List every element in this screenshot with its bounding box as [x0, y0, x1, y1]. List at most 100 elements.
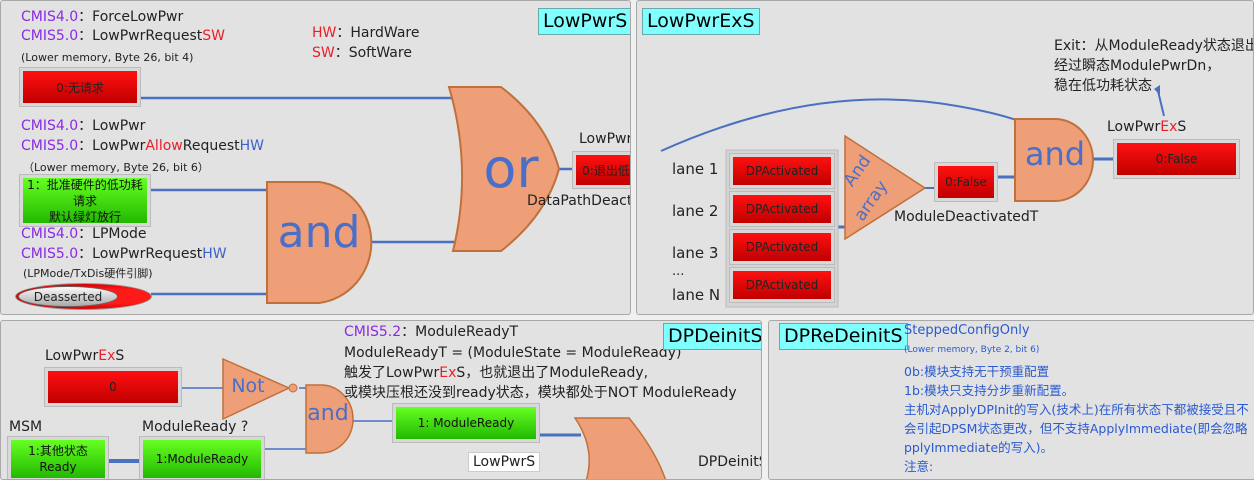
label-part: S: [115, 348, 125, 364]
lane-1-indicator[interactable]: DPActivated: [730, 154, 834, 188]
version: CMIS5.0: [21, 28, 79, 44]
lane-3-indicator[interactable]: DPActivated: [730, 230, 834, 264]
exit-note-line: Exit：从ModuleReady状态退出: [1054, 38, 1254, 54]
and-gate-label: and: [307, 401, 349, 426]
lane-label: lane 3: [672, 244, 719, 262]
value-line: 1:其他状态: [28, 444, 88, 458]
label-part: Ex: [1160, 119, 1178, 135]
and-gate: [305, 384, 354, 454]
lowpwrs-label: LowPwrS: [468, 452, 541, 472]
note-part: S，也就退出了ModuleReady,: [456, 365, 649, 381]
config-note-line: 1b:模块只支持分步重新配置。: [904, 383, 1075, 398]
label-part: LowPwr: [45, 348, 99, 364]
version: CMIS4.0: [21, 226, 79, 242]
config-note-line: 注意:: [904, 459, 934, 474]
lane-n-indicator[interactable]: DPActivated: [730, 268, 834, 302]
state-tag-lowpwrs: LowPwrS: [538, 8, 630, 35]
note-line: CMIS5.2：ModuleReadyT: [344, 323, 518, 341]
exit-note-line: 稳在低功耗状态: [1054, 78, 1152, 94]
field-name: ：LowPwrRequest: [78, 28, 203, 44]
module-ready-indicator[interactable]: 1:ModuleReady: [140, 437, 264, 479]
not-gate-label: Not: [231, 375, 265, 397]
allow-request-indicator[interactable]: 1：批准硬件的低功耗请求默认绿灯放行: [20, 175, 150, 226]
dpdeinits-label: DPDeinitS: [698, 454, 762, 470]
field-suffix: HW: [239, 138, 264, 154]
and-gate-label: and: [1024, 135, 1086, 173]
toggle-knob: Deasserted: [18, 286, 118, 307]
lane-2-indicator[interactable]: DPActivated: [730, 192, 834, 226]
memory-note: (LPMode/TxDis硬件引脚): [23, 267, 153, 280]
config-note-line: SteppedConfigOnly: [904, 323, 1030, 338]
lpmode-v5: CMIS5.0：LowPwrRequestHW: [21, 245, 227, 263]
or-gate: [447, 86, 561, 252]
lane-label: lane 2: [672, 202, 719, 220]
value-line: 1：批准硬件的低功耗请求: [27, 177, 143, 208]
msm-indicator[interactable]: 1:其他状态 Ready: [8, 437, 108, 479]
note-part: 触发了LowPwr: [344, 365, 440, 381]
allow-v4: CMIS4.0：LowPwr: [21, 117, 145, 135]
state-tag-lowpwrexs: LowPwrExS: [642, 8, 760, 35]
version: CMIS4.0: [21, 118, 79, 134]
lane-label: lane N: [672, 286, 721, 304]
dpdeinits-panel: LowPwrExS 0 Not and CMIS5.2：ModuleReadyT…: [0, 320, 762, 480]
lpmode-v4: CMIS4.0：LPMode: [21, 225, 147, 243]
lowpwrexs-input-indicator[interactable]: 0: [45, 368, 181, 406]
memory-note: （Lower memory, Byte 26, bit 6）: [23, 161, 209, 174]
field-name: ：LPMode: [78, 226, 147, 242]
force-lowpwr-indicator[interactable]: 0:无请求: [20, 68, 140, 106]
state-tag-dpredeinits: DPReDeinitS: [779, 323, 908, 350]
lowpwrs-output-indicator[interactable]: 0:退出低功耗: [573, 152, 630, 188]
legend-hw: HW：HardWare: [312, 24, 419, 42]
lowpwrexs-output-indicator[interactable]: 0:False: [1114, 140, 1239, 178]
or-gate-label: or: [483, 137, 539, 200]
module-ready-label: ModuleReady ?: [142, 419, 249, 435]
label-part: S: [1177, 119, 1187, 135]
module-ready-output-indicator[interactable]: 1: ModuleReady: [393, 404, 539, 442]
and-gate-label: and: [277, 207, 361, 258]
and-array-gate: [844, 134, 927, 241]
module-deactivated-indicator[interactable]: 0:False: [935, 163, 997, 201]
note-line: 触发了LowPwrExS，也就退出了ModuleReady,: [344, 364, 648, 382]
config-note-line: (Lower memory, Byte 2, bit 6): [904, 345, 1040, 355]
field-name: ：LowPwr: [78, 138, 146, 154]
memory-note: (Lower memory, Byte 26, bit 4): [21, 51, 194, 64]
output-caption: DataPathDeactivated: [527, 193, 630, 209]
and-gate: [1014, 118, 1094, 202]
allow-v5: CMIS5.0：LowPwrAllowRequestHW: [21, 137, 264, 155]
config-note-line: 会引起DPSM状态更改，但不支持ApplyImmediate(即会忽略: [904, 421, 1248, 436]
exit-note-line: 经过瞬态ModulePwrDn，: [1054, 58, 1221, 74]
state-tag-dpdeinits: DPDeinitS: [663, 323, 761, 350]
dpdeinits-wires: [107, 357, 667, 479]
version: CMIS4.0: [21, 9, 79, 25]
field-part: Allow: [145, 138, 183, 154]
note-line: ModuleReadyT = (ModuleState = ModuleRead…: [344, 345, 682, 361]
value-line: 默认绿灯放行: [48, 209, 121, 224]
toggle-label: Deasserted: [33, 290, 103, 304]
field-name: ：ForceLowPwr: [78, 9, 184, 25]
note-line: 或模块压根还没到ready状态，模块都处于NOT ModuleReady: [344, 385, 737, 401]
and-gate: [266, 181, 373, 304]
module-deactivated-label: ModuleDeactivatedT: [894, 209, 1039, 225]
legend-key: SW: [312, 45, 335, 61]
field-suffix: SW: [202, 28, 225, 44]
field-suffix: HW: [202, 246, 227, 262]
label-part: LowPwr: [1107, 119, 1161, 135]
field-name: ：LowPwr: [78, 118, 146, 134]
config-note-line: 主机对ApplyDPInit的写入(技术上)在所有状态下都被接受且不: [904, 402, 1249, 417]
field-name: ：ModuleReadyT: [401, 324, 519, 340]
version: CMIS5.0: [21, 246, 79, 262]
lowpwrs-wires: [141, 86, 575, 304]
deasserted-toggle[interactable]: Deasserted: [15, 283, 152, 310]
output-label: LowPwrS: [579, 131, 630, 147]
lowpwrexs-output-label: LowPwrExS: [1107, 118, 1186, 136]
force-v5: CMIS5.0：LowPwrRequestSW: [21, 27, 225, 45]
version: CMIS5.2: [344, 324, 402, 340]
lowpwrexs-panel: LowPwrExS Exit：从ModuleReady状态退出 经过瞬态Modu…: [636, 0, 1254, 315]
lowpwrs-panel: CMIS4.0：ForceLowPwr CMIS5.0：LowPwrReques…: [0, 0, 631, 315]
legend-text: ：SoftWare: [334, 45, 412, 61]
value-line: Ready: [39, 460, 77, 474]
lowpwrexs-input-label: LowPwrExS: [45, 347, 124, 365]
config-note-line: pplyImmediate的写入)。: [904, 440, 1054, 455]
note-part: Ex: [439, 365, 457, 381]
lane-ellipsis: ...: [672, 264, 685, 279]
